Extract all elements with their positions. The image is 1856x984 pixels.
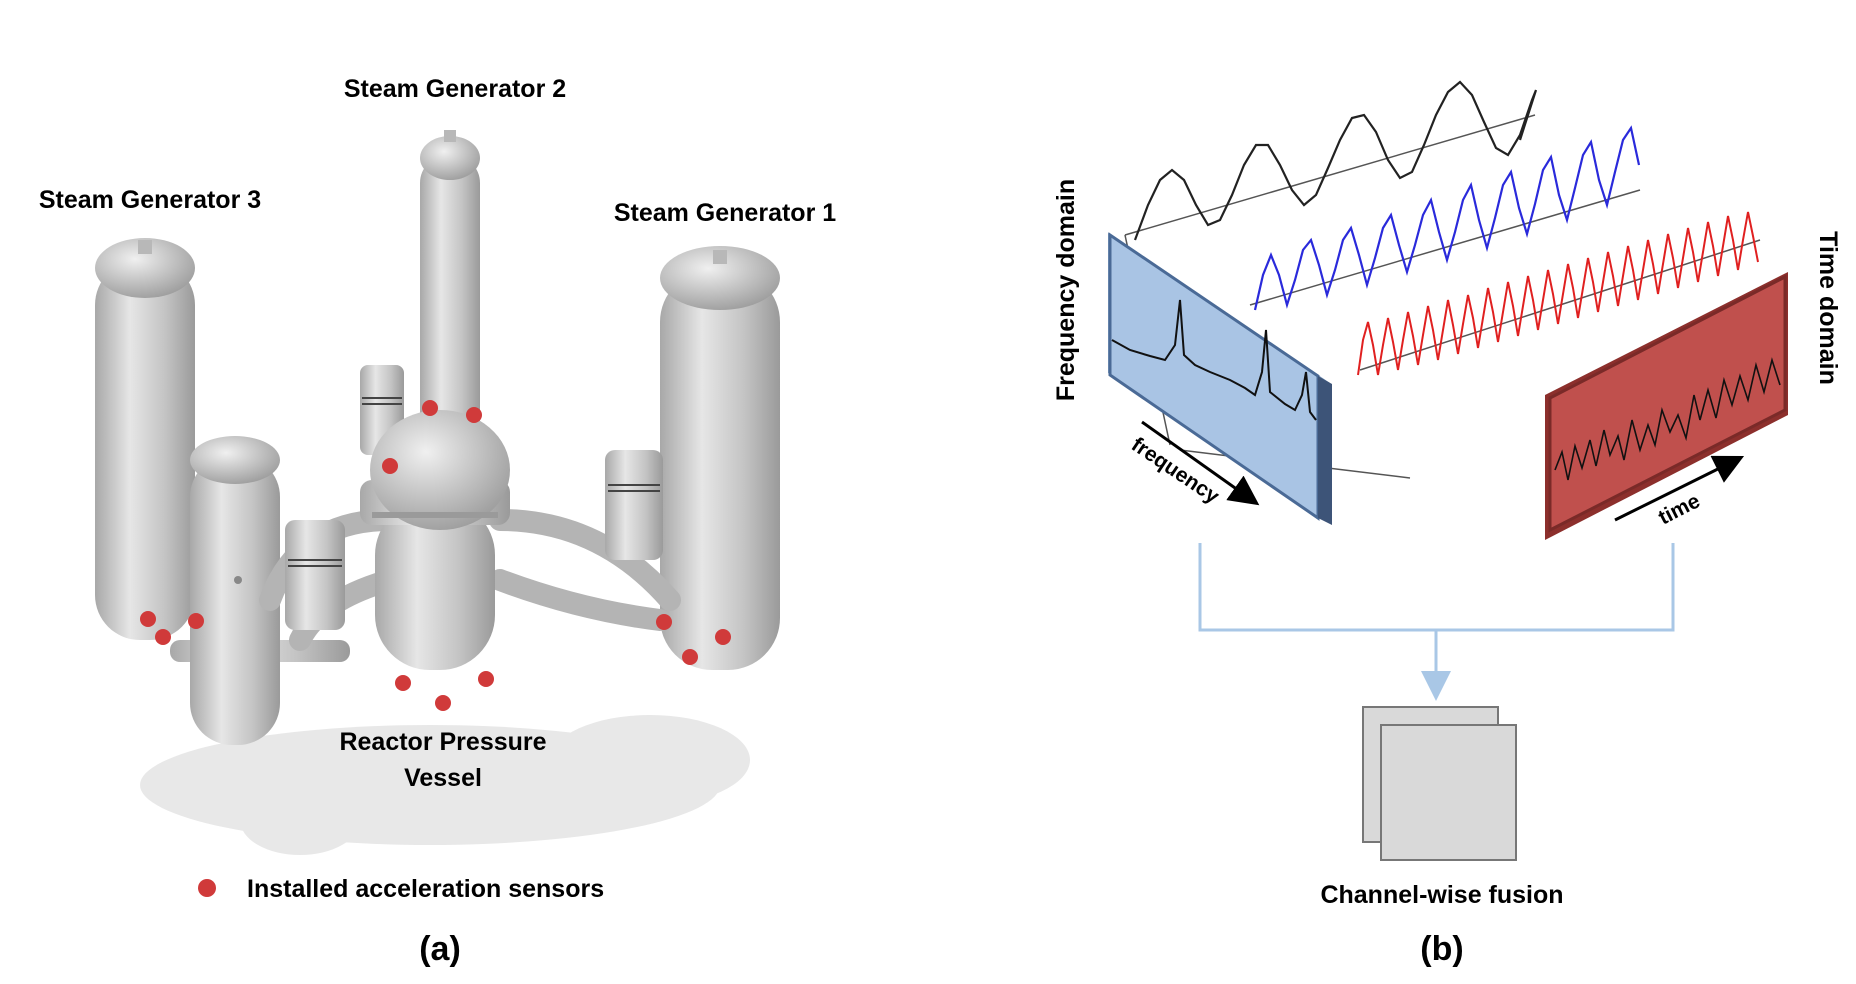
steam-generator-1 — [660, 246, 780, 670]
sensor-legend: Installed acceleration sensors — [198, 875, 604, 903]
sensor-marker — [395, 675, 411, 691]
frequency-axis-arrow — [1141, 420, 1260, 506]
label-reactor-pressure-vessel-line2: Vessel — [404, 764, 482, 792]
legend-sensor-marker — [198, 879, 216, 897]
time-axis-arrow — [1614, 455, 1745, 522]
caption-b: (b) — [1420, 930, 1463, 968]
fusion-channel-front — [1380, 724, 1517, 861]
sensor-marker — [435, 695, 451, 711]
reactor-pressure-vessel — [360, 410, 510, 670]
sensor-marker — [188, 613, 204, 629]
floor-shadow — [140, 715, 750, 855]
channel-wise-fusion-stack — [1362, 706, 1517, 861]
caption-a: (a) — [419, 930, 461, 968]
steam-generator-3 — [95, 238, 350, 662]
low-frequency-wave — [1133, 80, 1538, 241]
panel-b-signal-fusion-diagram: frequency time Frequency domain Time dom… — [1052, 80, 1842, 968]
sensor-marker — [155, 629, 171, 645]
coolant-pump-left — [285, 520, 345, 630]
mid-frequency-wave — [1253, 125, 1641, 311]
label-frequency-domain: Frequency domain — [1052, 179, 1080, 401]
sensor-marker — [140, 611, 156, 627]
high-frequency-wave — [1357, 211, 1759, 376]
label-reactor-pressure-vessel-line1: Reactor Pressure — [339, 728, 546, 756]
pressurizer — [190, 436, 280, 745]
sensor-marker — [466, 407, 482, 423]
time-series-trace — [1554, 357, 1781, 481]
fusion-connector — [1198, 543, 1675, 701]
frequency-spectrum-trace — [1111, 299, 1317, 421]
label-steam-generator-1: Steam Generator 1 — [614, 199, 836, 227]
panel-a-reactor-diagram: Steam Generator 2 Steam Generator 3 Stea… — [39, 75, 836, 968]
label-time-domain: Time domain — [1814, 231, 1842, 385]
sensor-marker — [682, 649, 698, 665]
legend-sensor-label: Installed acceleration sensors — [247, 875, 604, 903]
acceleration-sensors — [140, 400, 731, 711]
label-steam-generator-3: Steam Generator 3 — [39, 186, 261, 214]
sensor-marker — [478, 671, 494, 687]
time-domain-panel — [1545, 272, 1788, 540]
sensor-marker — [382, 458, 398, 474]
coolant-pump-right — [605, 450, 663, 560]
frequency-domain-panel — [1108, 232, 1332, 525]
sensor-marker — [715, 629, 731, 645]
label-channel-wise-fusion: Channel-wise fusion — [1320, 881, 1563, 909]
sensor-marker — [422, 400, 438, 416]
label-steam-generator-2: Steam Generator 2 — [344, 75, 566, 103]
sensor-marker — [656, 614, 672, 630]
